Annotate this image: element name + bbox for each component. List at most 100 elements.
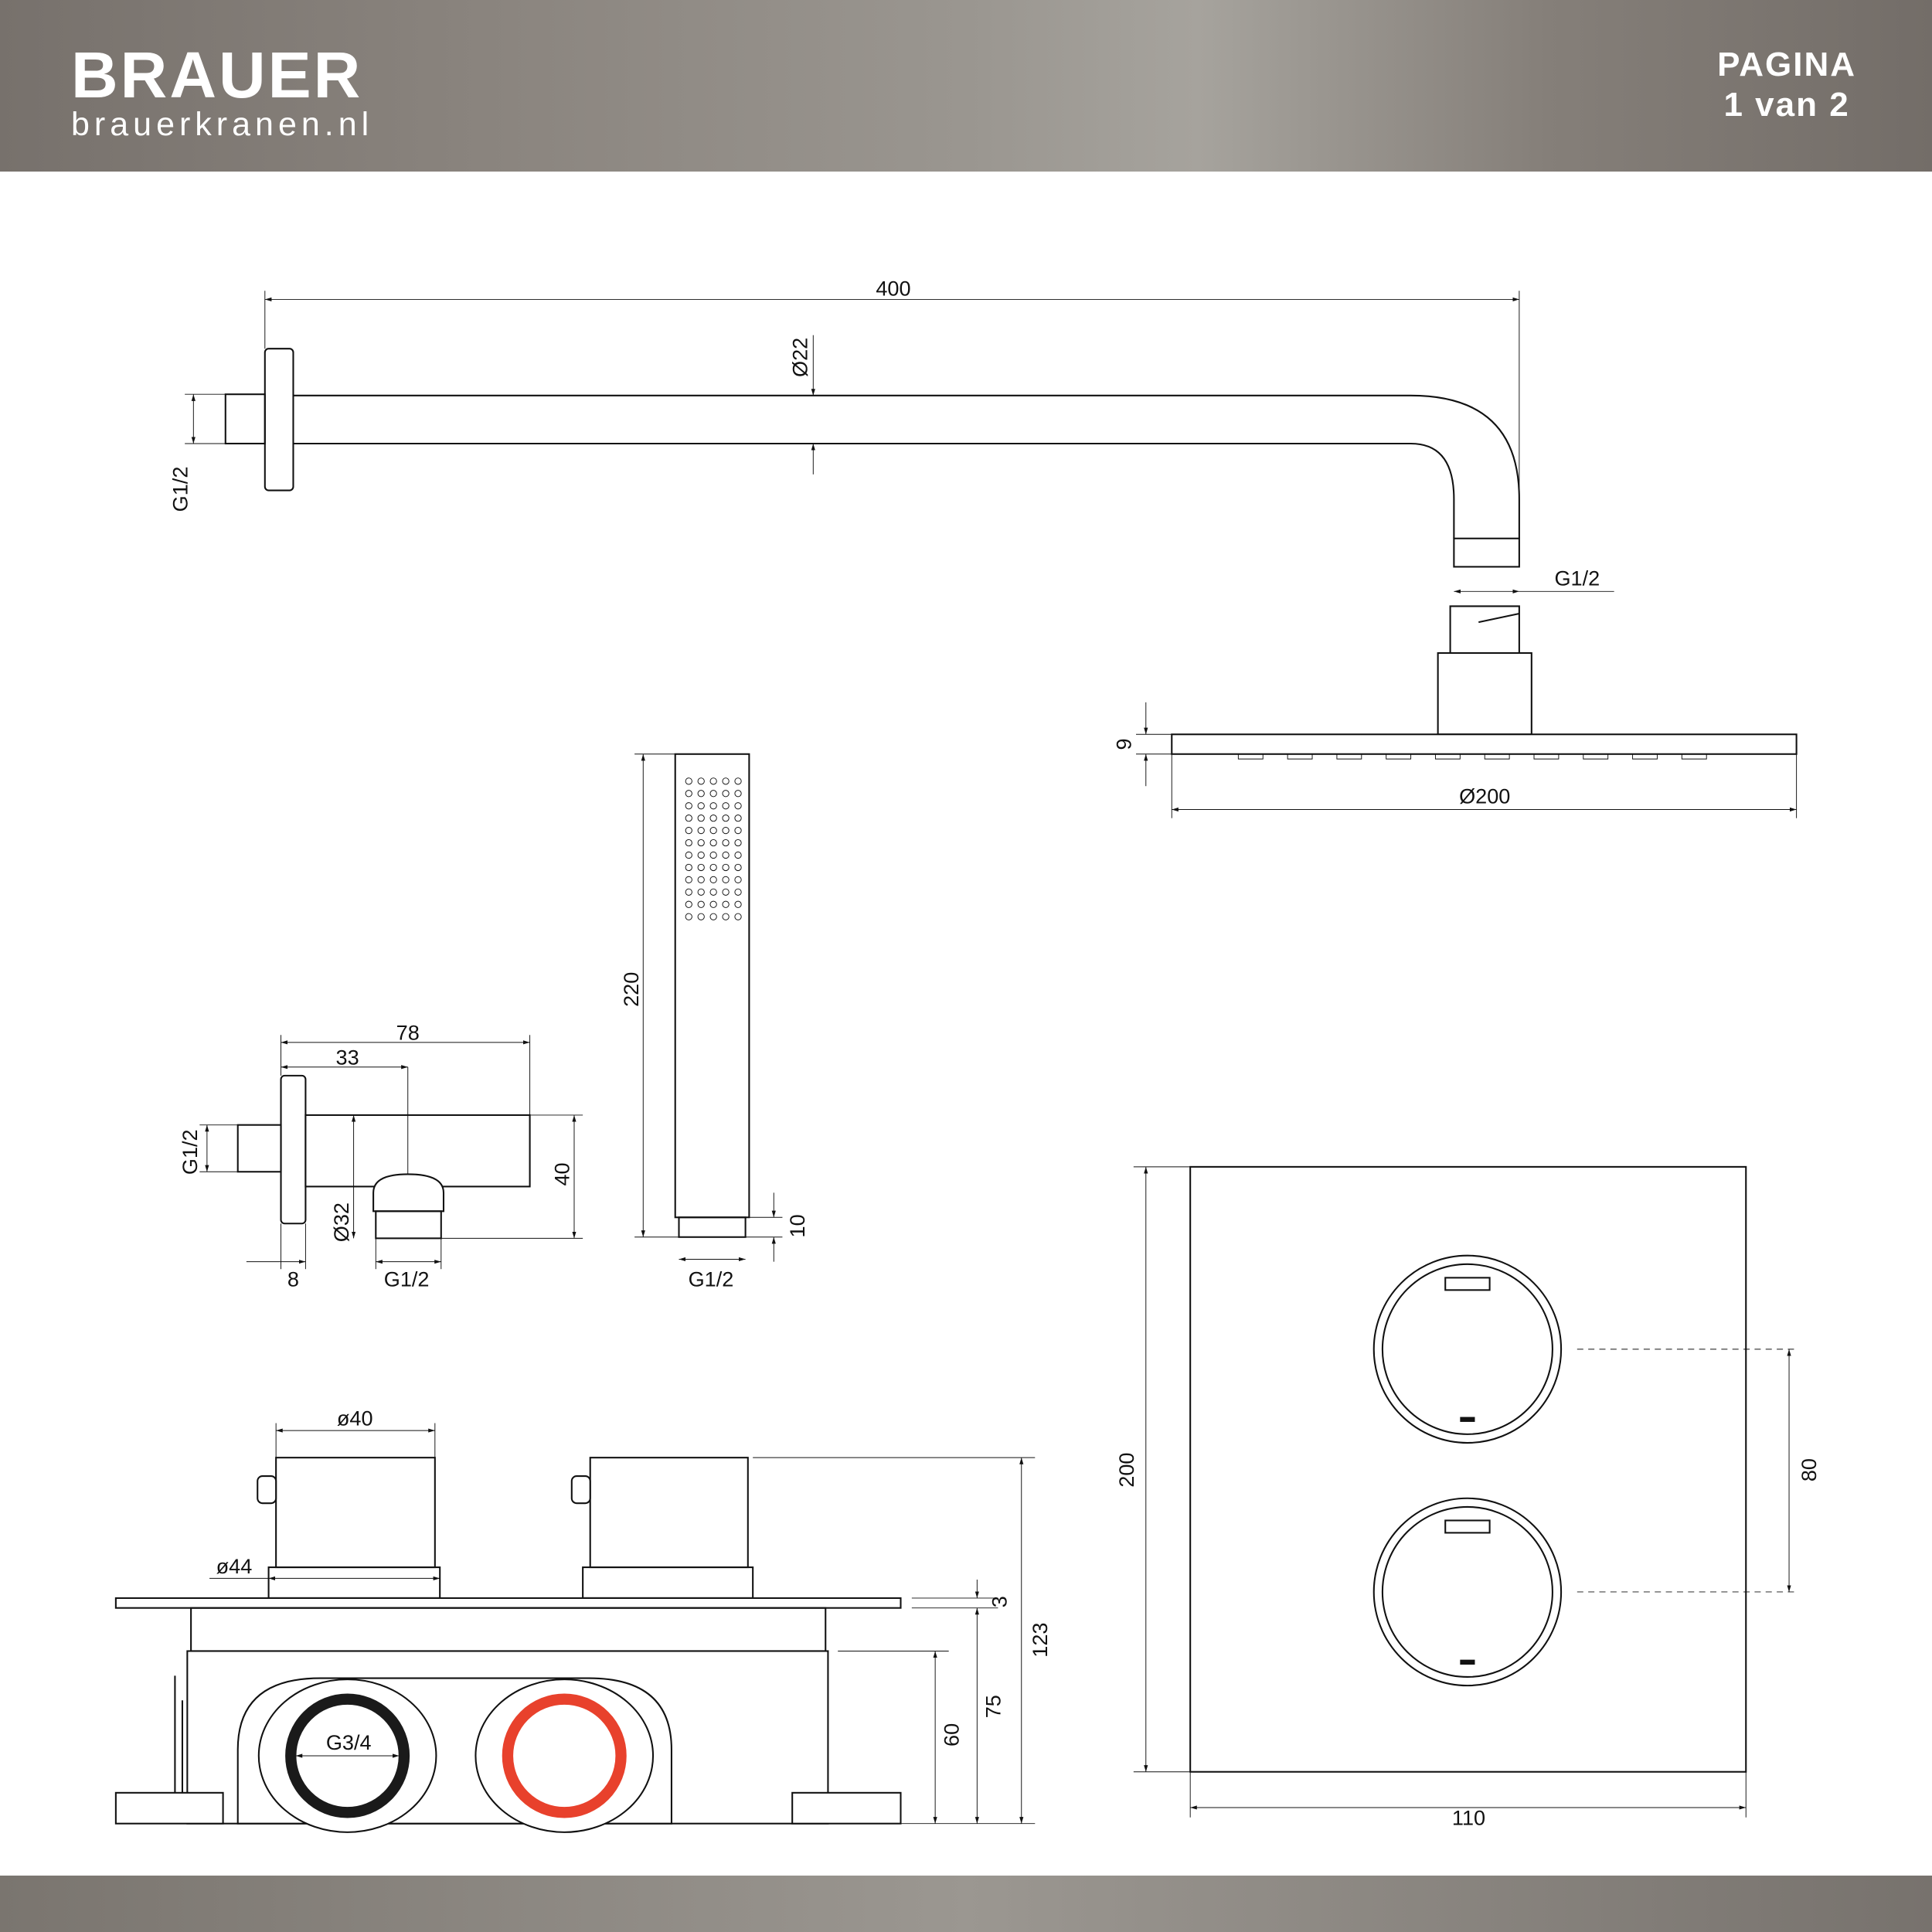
dim-depth-60: 60 (939, 1723, 963, 1747)
dim-inlet-thread: G3/4 (326, 1730, 372, 1754)
spray-nozzle (685, 900, 692, 908)
page-label: PAGINA (1717, 46, 1856, 83)
spray-nozzle (734, 851, 742, 859)
spray-nozzle (722, 876, 730, 884)
spray-nozzle (697, 913, 705, 920)
dim-panel-width: 110 (1452, 1805, 1485, 1829)
dim-arm-length: 400 (876, 277, 910, 301)
spray-nozzle (697, 851, 705, 859)
spray-nozzle (685, 777, 692, 785)
dim-outlet-thread: G1/2 (384, 1267, 430, 1291)
spray-nozzle (685, 838, 692, 847)
spray-nozzle (734, 888, 742, 896)
dim-knob-diameter: ø40 (337, 1406, 373, 1430)
spray-nozzle (722, 913, 730, 920)
spray-nozzle (697, 838, 705, 847)
spray-nozzle (722, 888, 730, 896)
spray-nozzle (709, 863, 717, 872)
spray-nozzle (734, 863, 742, 872)
spray-nozzle (722, 777, 730, 785)
dim-depth-75: 75 (981, 1695, 1005, 1718)
hot-inlet (502, 1693, 627, 1818)
spray-nozzle (685, 851, 692, 859)
dim-hand-length: 220 (619, 972, 643, 1007)
spray-nozzle (722, 863, 730, 872)
dim-head-height: 9 (1112, 738, 1136, 750)
spray-nozzle (685, 802, 692, 810)
spray-nozzle (709, 790, 717, 798)
header-banner (0, 0, 1932, 172)
spray-nozzle (685, 913, 692, 920)
spray-nozzle (734, 913, 742, 920)
spray-nozzle (734, 838, 742, 847)
spray-nozzle (709, 815, 717, 822)
thermostat-side-view: G3/4 ø40 ø44 3 75 60 123 (114, 1406, 1052, 1833)
spray-nozzle (722, 790, 730, 798)
spray-nozzle (734, 777, 742, 785)
spray-nozzle (685, 790, 692, 798)
dim-hand-thread-length: 10 (785, 1214, 809, 1237)
thermostat-front-view: 80 200 110 (1114, 1165, 1821, 1829)
spray-nozzle (734, 876, 742, 884)
spray-nozzle (709, 888, 717, 896)
dim-head-diameter: Ø200 (1459, 784, 1510, 808)
spray-nozzle (697, 876, 705, 884)
spray-nozzle (697, 815, 705, 822)
dim-hand-thread: G1/2 (689, 1267, 734, 1291)
spray-nozzle (722, 802, 730, 810)
spray-nozzle (685, 863, 692, 872)
spray-nozzle (685, 815, 692, 822)
dim-panel-height: 200 (1114, 1452, 1138, 1487)
dim-outlet-height: 40 (550, 1162, 574, 1185)
dim-outlet-diameter: Ø32 (329, 1202, 353, 1242)
dim-arm-diameter: Ø22 (787, 338, 811, 377)
hand-shower: 220 10 G1/2 (619, 753, 809, 1291)
spray-nozzle (685, 826, 692, 835)
spray-nozzle (709, 777, 717, 785)
dim-outlet-wall-thread: G1/2 (178, 1129, 202, 1175)
spray-nozzle (697, 900, 705, 908)
wall-outlet: 78 33 40 G1/2 Ø32 8 G1/2 (178, 1021, 583, 1291)
dim-depth-total: 123 (1028, 1623, 1052, 1658)
spray-nozzle (734, 826, 742, 835)
spray-nozzle (734, 815, 742, 822)
page-count: 1 van 2 (1723, 86, 1850, 124)
spray-nozzle (709, 826, 717, 835)
spray-nozzle (697, 777, 705, 785)
spray-nozzle (722, 838, 730, 847)
spray-nozzle (734, 802, 742, 810)
shower-arm: 400 Ø22 G1/2 G1/2 (168, 277, 1614, 594)
footer-banner (0, 1876, 1932, 1932)
spray-nozzle (697, 802, 705, 810)
spray-nozzle (709, 802, 717, 810)
spray-nozzle (722, 900, 730, 908)
spray-nozzle (685, 888, 692, 896)
dim-base-diameter: ø44 (216, 1554, 253, 1578)
spray-nozzle (709, 838, 717, 847)
spray-nozzle (697, 863, 705, 872)
brand-name: BRAUER (71, 39, 363, 111)
spray-nozzle (722, 851, 730, 859)
brauer-logo: BRAUER brauerkranen.nl (71, 43, 373, 141)
dim-arm-thread: G1/2 (168, 467, 192, 512)
spray-nozzle (722, 826, 730, 835)
dim-outlet-offset: 33 (336, 1046, 359, 1070)
dim-knob-spacing: 80 (1797, 1458, 1821, 1481)
spray-nozzle (709, 900, 717, 908)
spray-nozzle (685, 876, 692, 884)
spray-nozzle (709, 913, 717, 920)
spray-nozzle (734, 790, 742, 798)
spray-nozzle (697, 888, 705, 896)
spray-nozzle (709, 876, 717, 884)
page-indicator: PAGINA 1 van 2 (1717, 45, 1856, 125)
spray-nozzle (697, 826, 705, 835)
spray-nozzle (709, 851, 717, 859)
dim-outlet-total: 78 (396, 1021, 420, 1045)
shower-head: 9 Ø200 (1112, 605, 1798, 818)
website: brauerkranen.nl (71, 106, 374, 143)
spray-nozzle (734, 900, 742, 908)
dim-plate-thickness: 3 (988, 1596, 1012, 1607)
dim-arm-outlet-thread: G1/2 (1554, 566, 1600, 590)
spray-nozzle (722, 815, 730, 822)
